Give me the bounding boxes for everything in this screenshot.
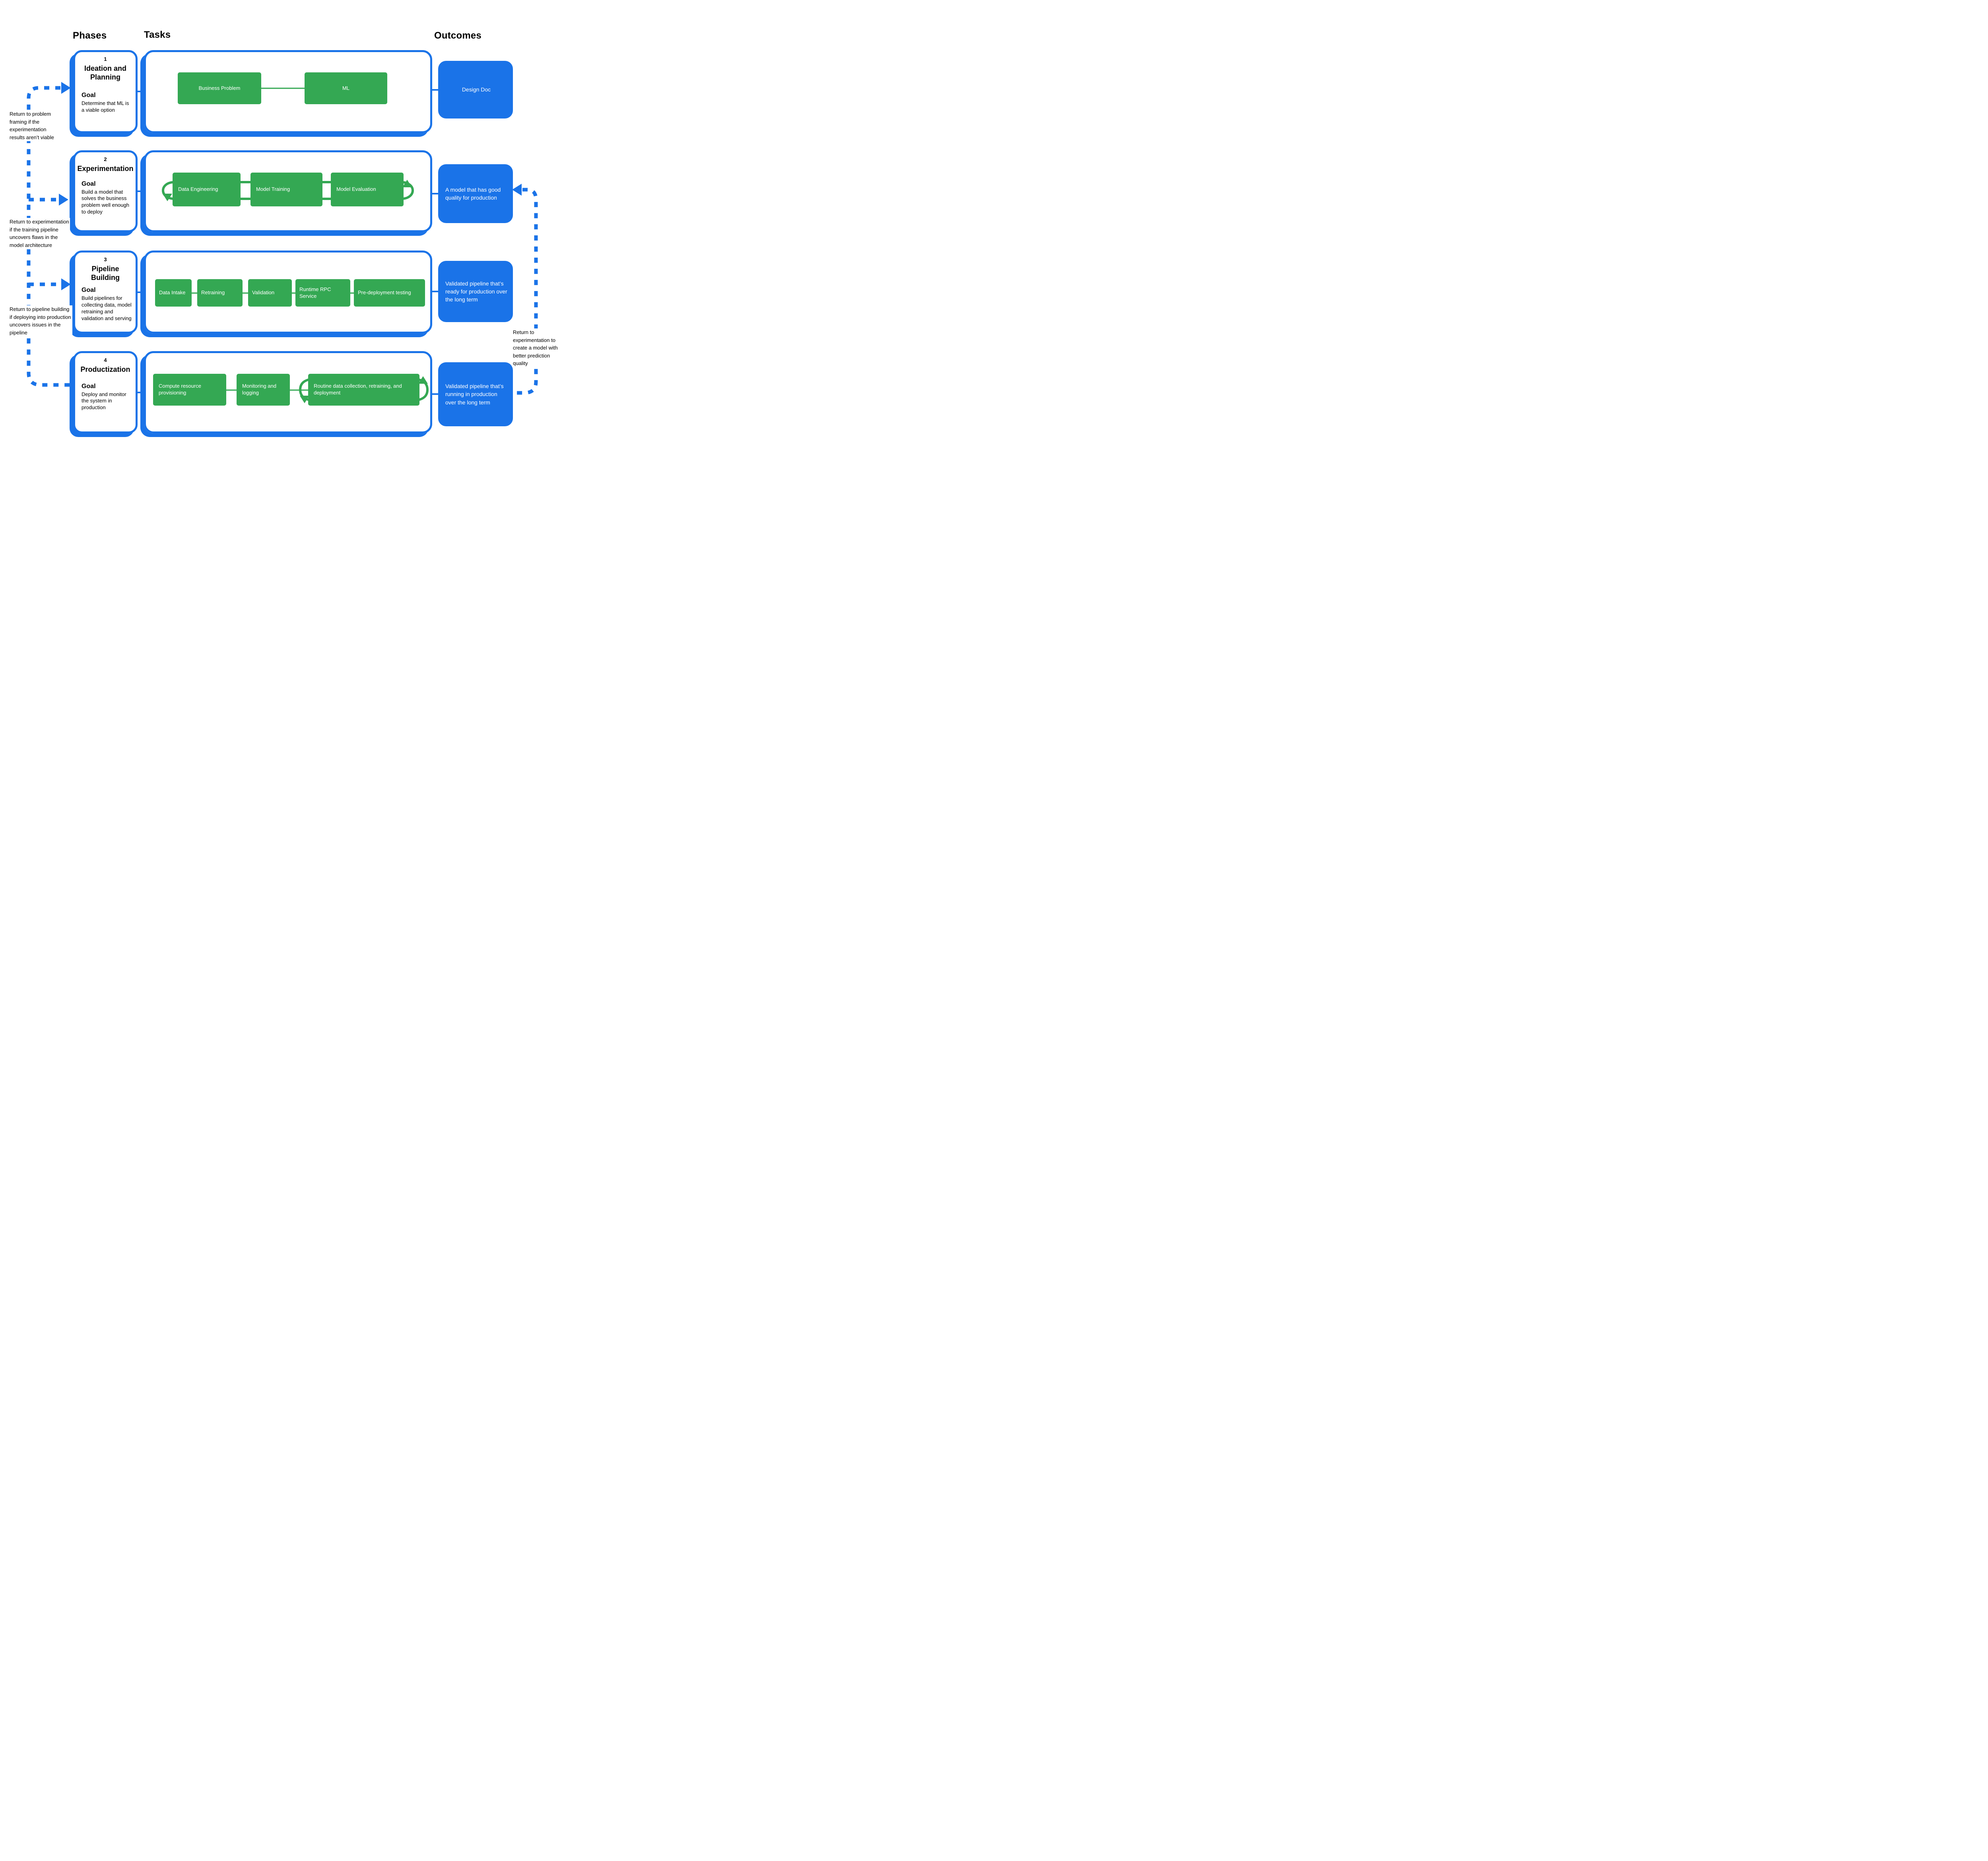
ml-workflow-diagram: Phases Tasks Outcomes 1 Ideation and Pla… xyxy=(0,0,564,465)
goal-text: Build a model that solves the business p… xyxy=(82,188,129,215)
goal-label: Goal xyxy=(82,92,96,99)
phase-card-productization: 4 Productization Goal Deploy and monitor… xyxy=(73,351,138,433)
blue-connector-lines xyxy=(137,89,439,395)
note-return-problem-framing: Return to problem framing if the experim… xyxy=(10,110,63,141)
phase-title: Pipeline Building xyxy=(91,265,120,282)
goal-text: Determine that ML is a viable option xyxy=(82,100,129,113)
outcome-validated-pipeline-ready: Validated pipeline that’s ready for prod… xyxy=(438,261,513,322)
loop-arrowhead-down-icon xyxy=(300,396,309,403)
task-business-problem: Business Problem xyxy=(178,72,261,104)
phase-card-pipeline-building: 3 Pipeline Building Goal Build pipelines… xyxy=(73,251,138,334)
loop-arrowhead-up-icon xyxy=(418,376,428,384)
phases-header: Phases xyxy=(73,30,107,41)
tasks-panel-2 xyxy=(144,150,432,232)
task-validation: Validation xyxy=(248,279,292,307)
right-feedback-dotted-line xyxy=(513,188,538,395)
goal-label: Goal xyxy=(82,287,96,294)
task-compute-resource-provisioning: Compute resource provisioning xyxy=(153,374,226,406)
arrowhead-to-phase2-icon xyxy=(59,194,68,206)
loop-arrowhead-down-icon xyxy=(163,194,172,201)
loop-arrowhead-up-icon xyxy=(402,180,412,187)
tasks-header: Tasks xyxy=(144,29,171,40)
task-data-engineering: Data Engineering xyxy=(173,173,241,206)
phase-number: 4 xyxy=(104,357,107,363)
note-return-experimentation: Return to experimentation if the trainin… xyxy=(10,218,70,249)
phase-title: Ideation and Planning xyxy=(84,64,126,81)
task-ml: ML xyxy=(305,72,387,104)
phase-number: 2 xyxy=(104,156,107,162)
task-data-intake: Data Intake xyxy=(155,279,192,307)
arrowhead-to-phase1-icon xyxy=(61,82,71,94)
arrowhead-to-outcome2-icon xyxy=(512,184,522,196)
goal-label: Goal xyxy=(82,383,96,390)
note-return-pipeline-building: Return to pipeline building if deploying… xyxy=(10,305,72,336)
task-model-evaluation: Model Evaluation xyxy=(331,173,404,206)
outcome-design-doc: Design Doc xyxy=(438,61,513,118)
task-model-training: Model Training xyxy=(250,173,322,206)
outcomes-header: Outcomes xyxy=(434,30,481,41)
outcome-validated-pipeline-running: Validated pipeline that’s running in pro… xyxy=(438,362,513,426)
phase-card-ideation-planning: 1 Ideation and Planning Goal Determine t… xyxy=(73,50,138,133)
phase-title: Experimentation xyxy=(77,165,134,173)
phase-number: 3 xyxy=(104,256,107,262)
tasks-panel-1 xyxy=(144,50,432,133)
left-feedback-dotted-line xyxy=(27,86,72,387)
phase-number: 1 xyxy=(104,56,107,62)
phase-title: Productization xyxy=(80,365,130,373)
outcome-model-good-quality: A model that has good quality for produc… xyxy=(438,164,513,223)
note-return-experimentation-quality: Return to experimentation to create a mo… xyxy=(513,328,564,367)
arrowhead-to-phase3-icon xyxy=(61,278,71,290)
tasks-panel-3 xyxy=(144,251,432,334)
task-routine-data-collection: Routine data collection, retraining, and… xyxy=(308,374,419,406)
goal-text: Deploy and monitor the system in product… xyxy=(82,391,126,411)
task-runtime-rpc-service: Runtime RPC Service xyxy=(295,279,350,307)
tasks-panel-4 xyxy=(144,351,432,433)
task-monitoring-and-logging: Monitoring and logging xyxy=(237,374,290,406)
task-pre-deployment-testing: Pre-deployment testing xyxy=(354,279,425,307)
goal-label: Goal xyxy=(82,180,96,187)
task-retraining: Retraining xyxy=(197,279,243,307)
goal-text: Build pipelines for collecting data, mod… xyxy=(82,295,132,321)
green-connector-lines xyxy=(155,87,423,391)
phase-card-experimentation: 2 Experimentation Goal Build a model tha… xyxy=(73,150,138,232)
